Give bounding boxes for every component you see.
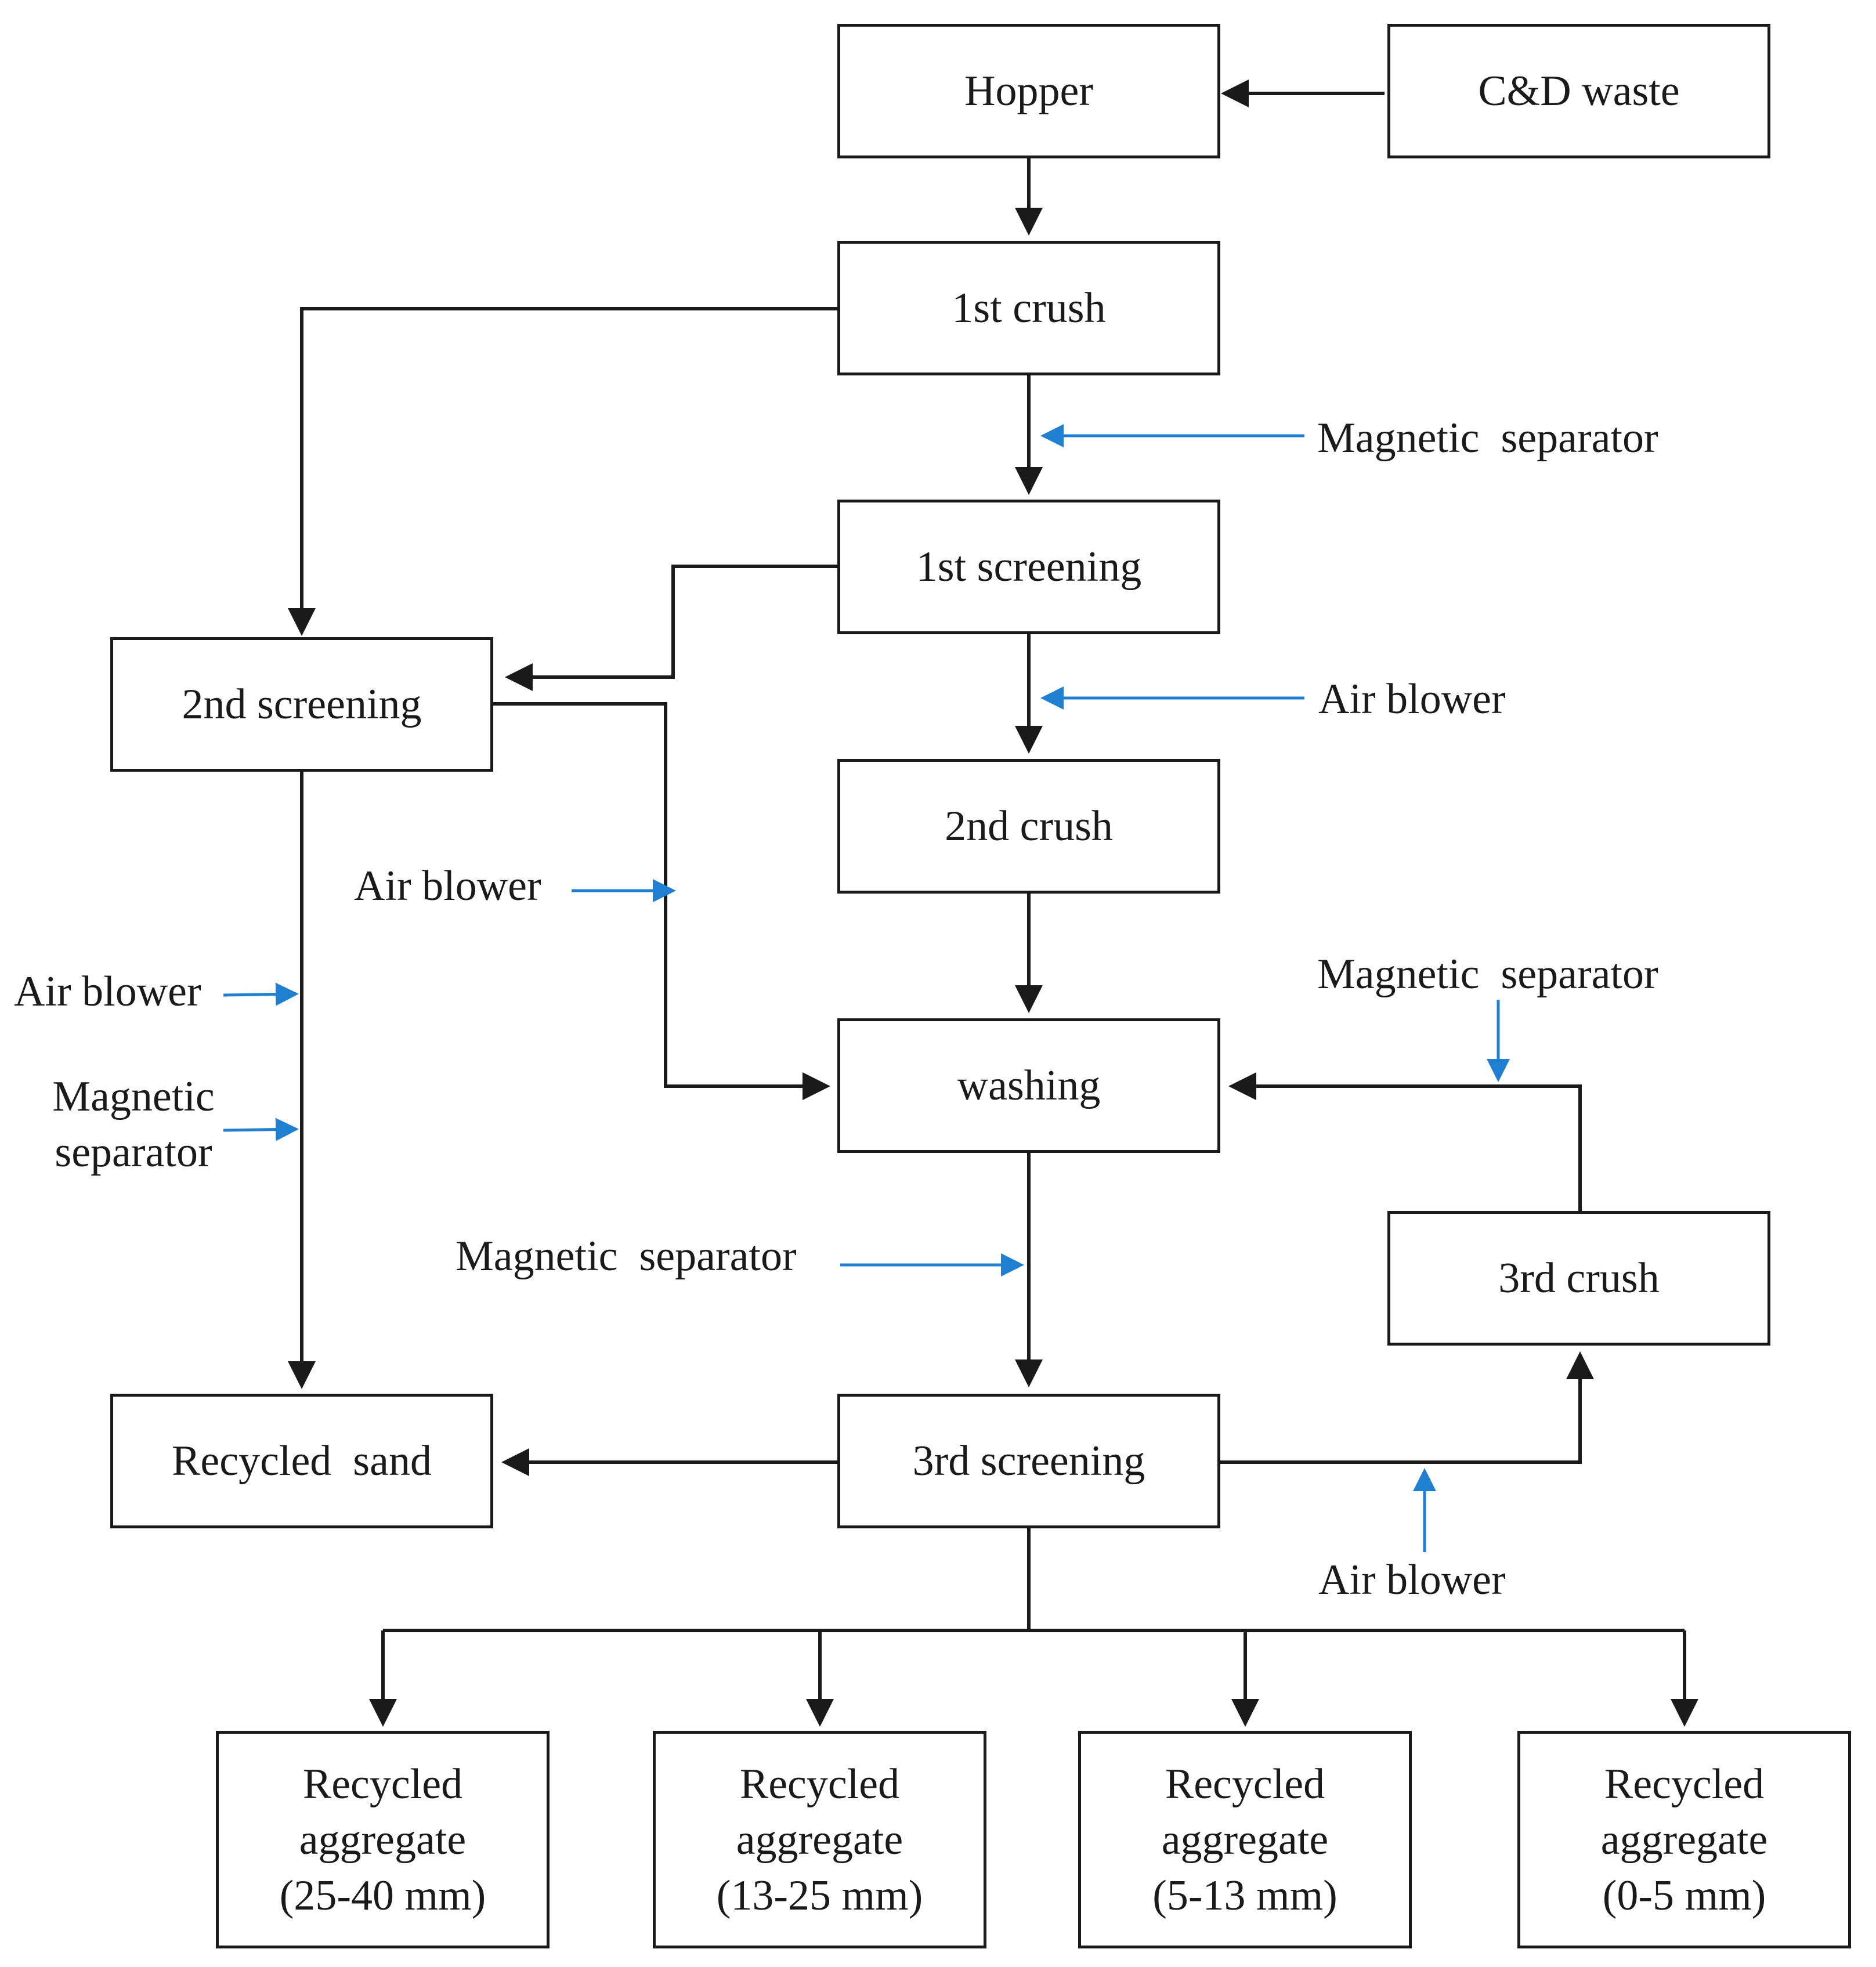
node-screening1-label: 1st screening [916, 543, 1142, 591]
node-agg-0-5-label: Recycled aggregate (0-5 mm) [1600, 1760, 1768, 1919]
inject-mag-sep-left [223, 1118, 299, 1141]
node-cd-waste-label: C&D waste [1478, 67, 1680, 115]
label-mag-sep-washing-right: Magnetic separator [456, 1232, 797, 1280]
node-recycled-sand: Recycled sand [110, 1394, 493, 1528]
node-agg-5-13-label: Recycled aggregate (5-13 mm) [1152, 1760, 1338, 1919]
node-screening3: 3rd screening [837, 1394, 1220, 1528]
label-mag-sep-washing-down: Magnetic separator [1317, 950, 1658, 998]
node-washing-label: washing [957, 1061, 1101, 1109]
node-cd-waste: C&D waste [1387, 24, 1770, 158]
node-hopper: Hopper [837, 24, 1220, 158]
flow-screening2-to-washing [491, 702, 830, 1100]
flow-crush1-to-screening2 [288, 307, 837, 636]
label-mag-sep-crush1: Magnetic separator [1317, 414, 1658, 462]
node-crush1: 1st crush [837, 241, 1220, 375]
flow-screening1-to-screening2 [505, 565, 837, 691]
flow-screening3-to-crush3 [1220, 1351, 1594, 1464]
label-mag-sep-left: Magnetic separator [52, 1073, 215, 1176]
node-agg-25-40-label: Recycled aggregate (25-40 mm) [279, 1760, 486, 1919]
label-air-blower-mid: Air blower [354, 862, 541, 910]
node-crush3: 3rd crush [1387, 1211, 1770, 1346]
node-crush1-label: 1st crush [952, 284, 1106, 332]
node-crush3-label: 3rd crush [1498, 1254, 1660, 1302]
node-agg-13-25-label: Recycled aggregate (13-25 mm) [716, 1760, 923, 1919]
node-screening2-label: 2nd screening [182, 680, 422, 728]
node-agg-0-5: Recycled aggregate (0-5 mm) [1517, 1731, 1851, 1948]
inject-air-blower-left [223, 982, 299, 1006]
node-screening1: 1st screening [837, 500, 1220, 634]
node-screening2: 2nd screening [110, 637, 493, 772]
node-agg-25-40: Recycled aggregate (25-40 mm) [216, 1731, 550, 1948]
label-air-blower-screening1: Air blower [1318, 675, 1506, 723]
node-screening3-label: 3rd screening [912, 1437, 1145, 1485]
node-washing: washing [837, 1018, 1220, 1153]
node-crush2-label: 2nd crush [945, 802, 1113, 850]
node-agg-5-13: Recycled aggregate (5-13 mm) [1078, 1731, 1412, 1948]
node-hopper-label: Hopper [964, 67, 1093, 115]
node-agg-13-25: Recycled aggregate (13-25 mm) [653, 1731, 986, 1948]
label-air-blower-screening3: Air blower [1318, 1556, 1506, 1604]
node-crush2: 2nd crush [837, 759, 1220, 894]
flow-crush3-to-washing [1228, 1072, 1582, 1214]
node-recycled-sand-label: Recycled sand [172, 1437, 432, 1485]
label-air-blower-left: Air blower [14, 968, 201, 1015]
